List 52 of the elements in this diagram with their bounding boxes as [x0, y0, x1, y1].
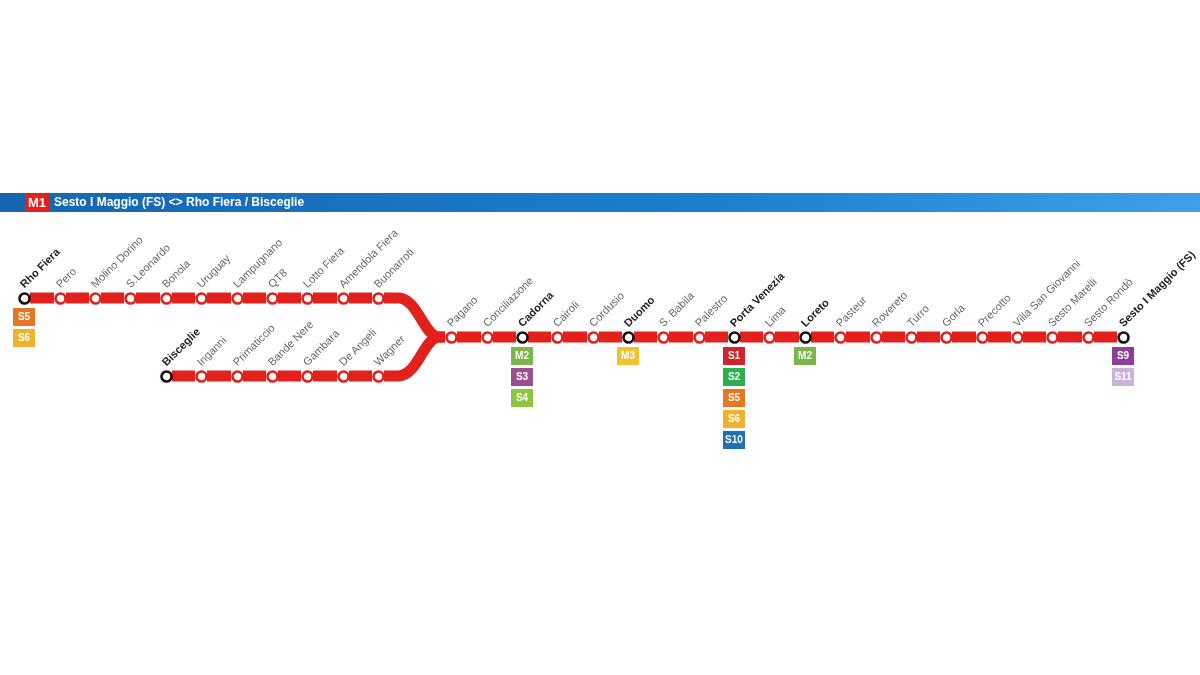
line-badge: S2 [723, 368, 745, 386]
line-badge: S4 [511, 389, 533, 407]
line-segment [207, 292, 231, 304]
line-segment [66, 292, 89, 304]
line-badge: S1 [723, 347, 745, 365]
line-segment [243, 370, 266, 382]
line-segment [172, 292, 195, 304]
line-badge: M2 [511, 347, 533, 365]
line-badge: S5 [13, 308, 35, 326]
line-segment [101, 292, 124, 304]
line-badge: M2 [794, 347, 816, 365]
line-segment [775, 331, 799, 343]
line-segment [278, 370, 301, 382]
line-segment [1094, 331, 1117, 343]
line-segment [172, 370, 195, 382]
line-segment [207, 370, 231, 382]
line-segment [882, 331, 905, 343]
line-badge: S9 [1112, 347, 1134, 365]
line-segment [634, 331, 657, 343]
line-badge: S6 [723, 410, 745, 428]
line-segment [705, 331, 728, 343]
line-badge: S5 [723, 389, 745, 407]
line-segment [811, 331, 834, 343]
line-segment [457, 331, 481, 343]
line-badge: S11 [1112, 368, 1134, 386]
line-segment [493, 331, 516, 343]
line-segment [313, 292, 337, 304]
line-segment [349, 370, 372, 382]
line-segment [278, 292, 301, 304]
line-badge: M3 [617, 347, 639, 365]
line-badge: S10 [723, 431, 745, 449]
line-badge: M1 [25, 194, 49, 211]
line-segment [30, 292, 54, 304]
title: Sesto I Maggio (FS) <> Rho Fiera / Bisceglie [54, 194, 305, 211]
line-segment [988, 331, 1011, 343]
line-segment [528, 331, 551, 343]
line-badge: S6 [13, 329, 35, 347]
line-segment [563, 331, 587, 343]
line-segment [740, 331, 763, 343]
line-segment [669, 331, 693, 343]
line-segment [313, 370, 337, 382]
line-segment [384, 331, 445, 382]
line-segment [952, 331, 976, 343]
line-segment [1058, 331, 1082, 343]
line-segment [136, 292, 160, 304]
line-segment [349, 292, 372, 304]
line-segment [599, 331, 622, 343]
line-segment [917, 331, 940, 343]
line-segment [1023, 331, 1046, 343]
line-badge: S3 [511, 368, 533, 386]
line-segment [243, 292, 266, 304]
line-segment [846, 331, 870, 343]
